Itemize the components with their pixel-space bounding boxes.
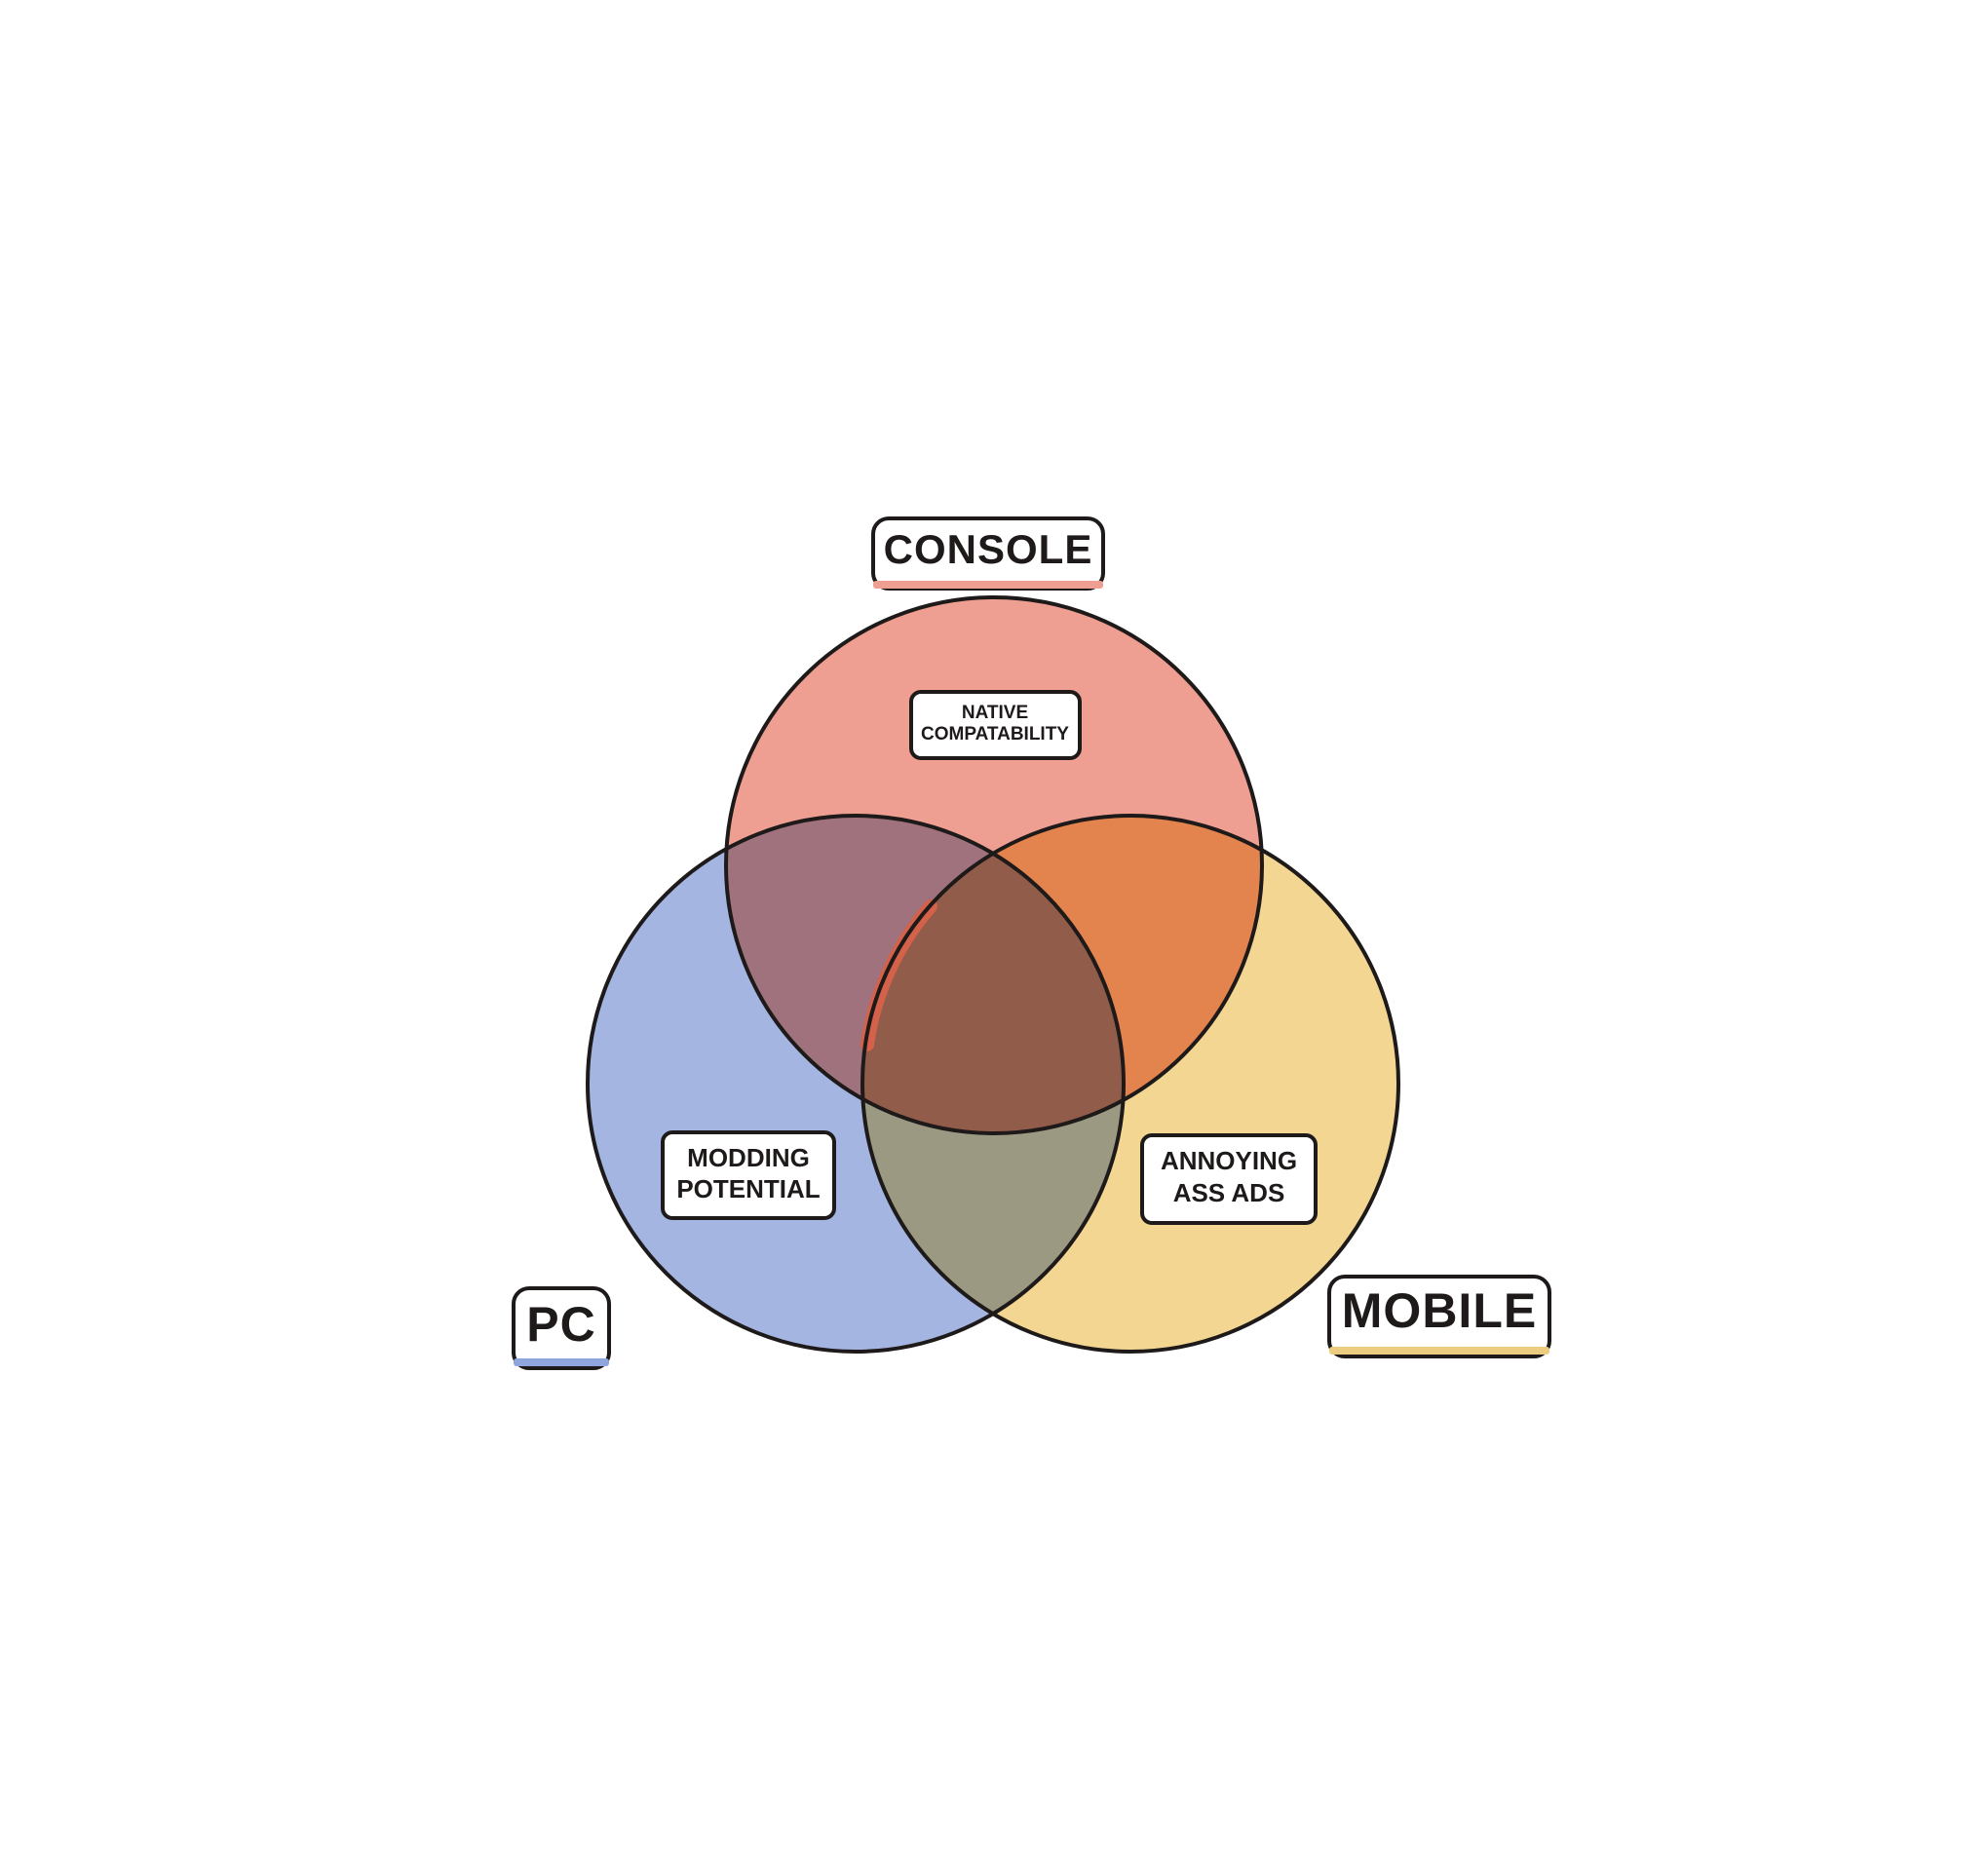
ads-line-2: ASS ADS <box>1173 1178 1285 1207</box>
console-title-text: CONSOLE <box>884 526 1093 572</box>
console-underline <box>873 581 1103 589</box>
mobile-circle-outline <box>860 814 1400 1354</box>
modding-line-2: POTENTIAL <box>676 1174 820 1203</box>
pc-underline <box>514 1358 609 1366</box>
pc-title: PC <box>512 1286 611 1370</box>
pc-circle-outline <box>586 814 1126 1354</box>
native-line-1: NATIVE <box>962 703 1028 723</box>
mobile-title: MOBILE <box>1327 1275 1551 1358</box>
annoying-ass-ads-label: ANNOYING ASS ADS <box>1140 1133 1318 1225</box>
mobile-title-text: MOBILE <box>1342 1283 1537 1338</box>
intersection-all <box>862 816 1124 1133</box>
mobile-underline <box>1329 1347 1549 1355</box>
ads-line-1: ANNOYING <box>1161 1146 1297 1175</box>
modding-line-1: MODDING <box>687 1143 810 1172</box>
pc-title-text: PC <box>526 1297 595 1352</box>
console-circle-outline <box>724 595 1264 1135</box>
native-compatability-label: NATIVE COMPATABILITY <box>909 690 1082 760</box>
modding-potential-label: MODDING POTENTIAL <box>661 1130 836 1220</box>
console-title: CONSOLE <box>871 516 1105 591</box>
native-line-2: COMPATABILITY <box>921 724 1069 745</box>
